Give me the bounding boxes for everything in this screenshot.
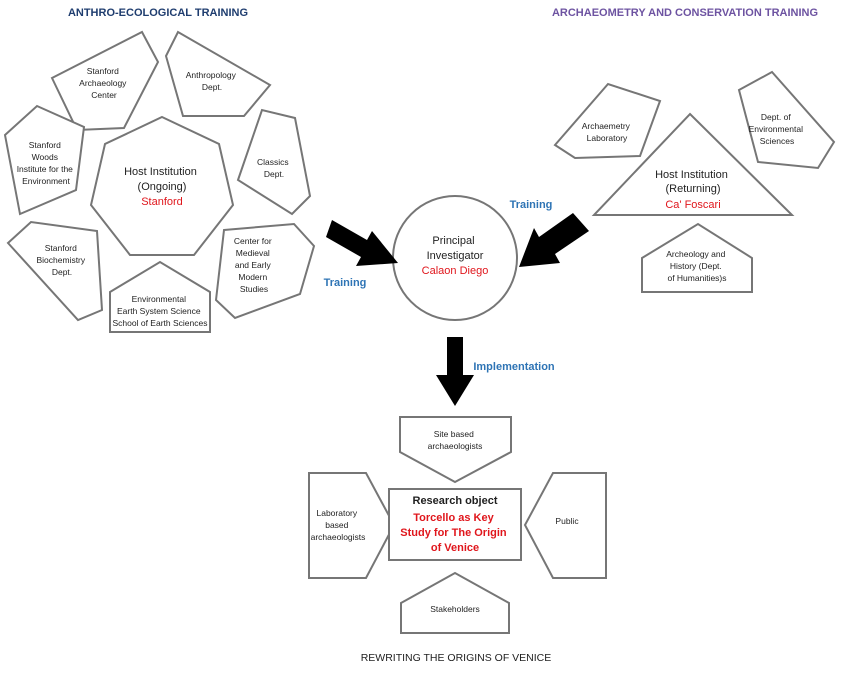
public-label: Public: [555, 516, 579, 526]
site-based-archaeologists: [399, 416, 512, 484]
satellite-archaeology-center-label: Stanford Archaeology Center: [79, 66, 129, 100]
implementation-label: Implementation: [473, 361, 555, 373]
satellite-biochemistry: [6, 220, 104, 322]
training-label-left: Training: [324, 277, 367, 289]
satellite-earth-sciences: [109, 260, 211, 333]
satellite-medieval-studies: [214, 222, 316, 320]
stakeholders-label: Stakeholders: [430, 604, 480, 614]
public: [523, 472, 607, 579]
principal-investigator-name: Calaon Diego: [422, 265, 489, 277]
satellite-earth-sciences-label: Environmental Earth System Science Schoo…: [113, 294, 208, 328]
satellite-woods-institute-label: Stanford Woods Institute for the Environ…: [17, 140, 76, 186]
satellite-classics: [236, 108, 312, 216]
principal-investigator-label: Principal Investigator: [427, 235, 484, 262]
site-based-archaeologists-label: Site based archaeologists: [428, 429, 483, 451]
research-object-description: Torcello as Key Study for The Origin of …: [400, 512, 509, 554]
satellite-biochemistry-label: Stanford Biochemistry Dept.: [36, 243, 87, 277]
host-stanford-label: Host Institution (Ongoing): [124, 166, 200, 193]
satellite-archaeometry-lab-label: Archaemetry Laboratory: [582, 121, 633, 143]
laboratory-based-archaeologists: [308, 472, 396, 579]
host-ca-foscari-triangle: [591, 112, 795, 216]
satellite-humanities-label: Archeology and History (Dept. of Humanit…: [666, 249, 727, 283]
satellite-humanities: [641, 222, 753, 293]
training-arrow-left: [326, 220, 398, 266]
implementation-arrow: [436, 337, 474, 406]
satellite-anthropology: [164, 30, 272, 117]
satellite-anthropology-label: Anthropology Dept.: [186, 70, 238, 92]
satellite-environmental-sciences-label: Dept. of Environmental Sciences: [749, 112, 806, 146]
research-object-title: Research object: [413, 495, 498, 507]
laboratory-based-archaeologists-label: Laboratory based archaeologists: [311, 508, 366, 542]
satellite-medieval-studies-label: Center for Medieval and Early Modern Stu…: [234, 236, 274, 294]
host-ca-foscari-label: Host Institution (Returning): [655, 169, 731, 195]
satellite-classics-label: Classics Dept.: [257, 157, 291, 179]
host-stanford-name: Stanford: [141, 196, 183, 208]
training-arrow-right: [519, 213, 589, 267]
satellite-archaeometry-lab: [553, 82, 662, 160]
stakeholders: [400, 571, 510, 634]
satellite-environmental-sciences: [737, 70, 836, 170]
research-object-box: [388, 488, 522, 561]
diagram-caption: REWRITING THE ORIGINS OF VENICE: [361, 652, 552, 664]
host-stanford-heptagon: [89, 115, 235, 256]
training-label-right: Training: [510, 199, 553, 211]
header-anthro-ecological: ANTHRO-ECOLOGICAL TRAINING: [68, 7, 248, 19]
satellite-woods-institute: [3, 104, 86, 216]
host-ca-foscari-name: Ca' Foscari: [665, 199, 720, 211]
header-archaeometry: ARCHAEOMETRY AND CONSERVATION TRAINING: [552, 7, 818, 19]
